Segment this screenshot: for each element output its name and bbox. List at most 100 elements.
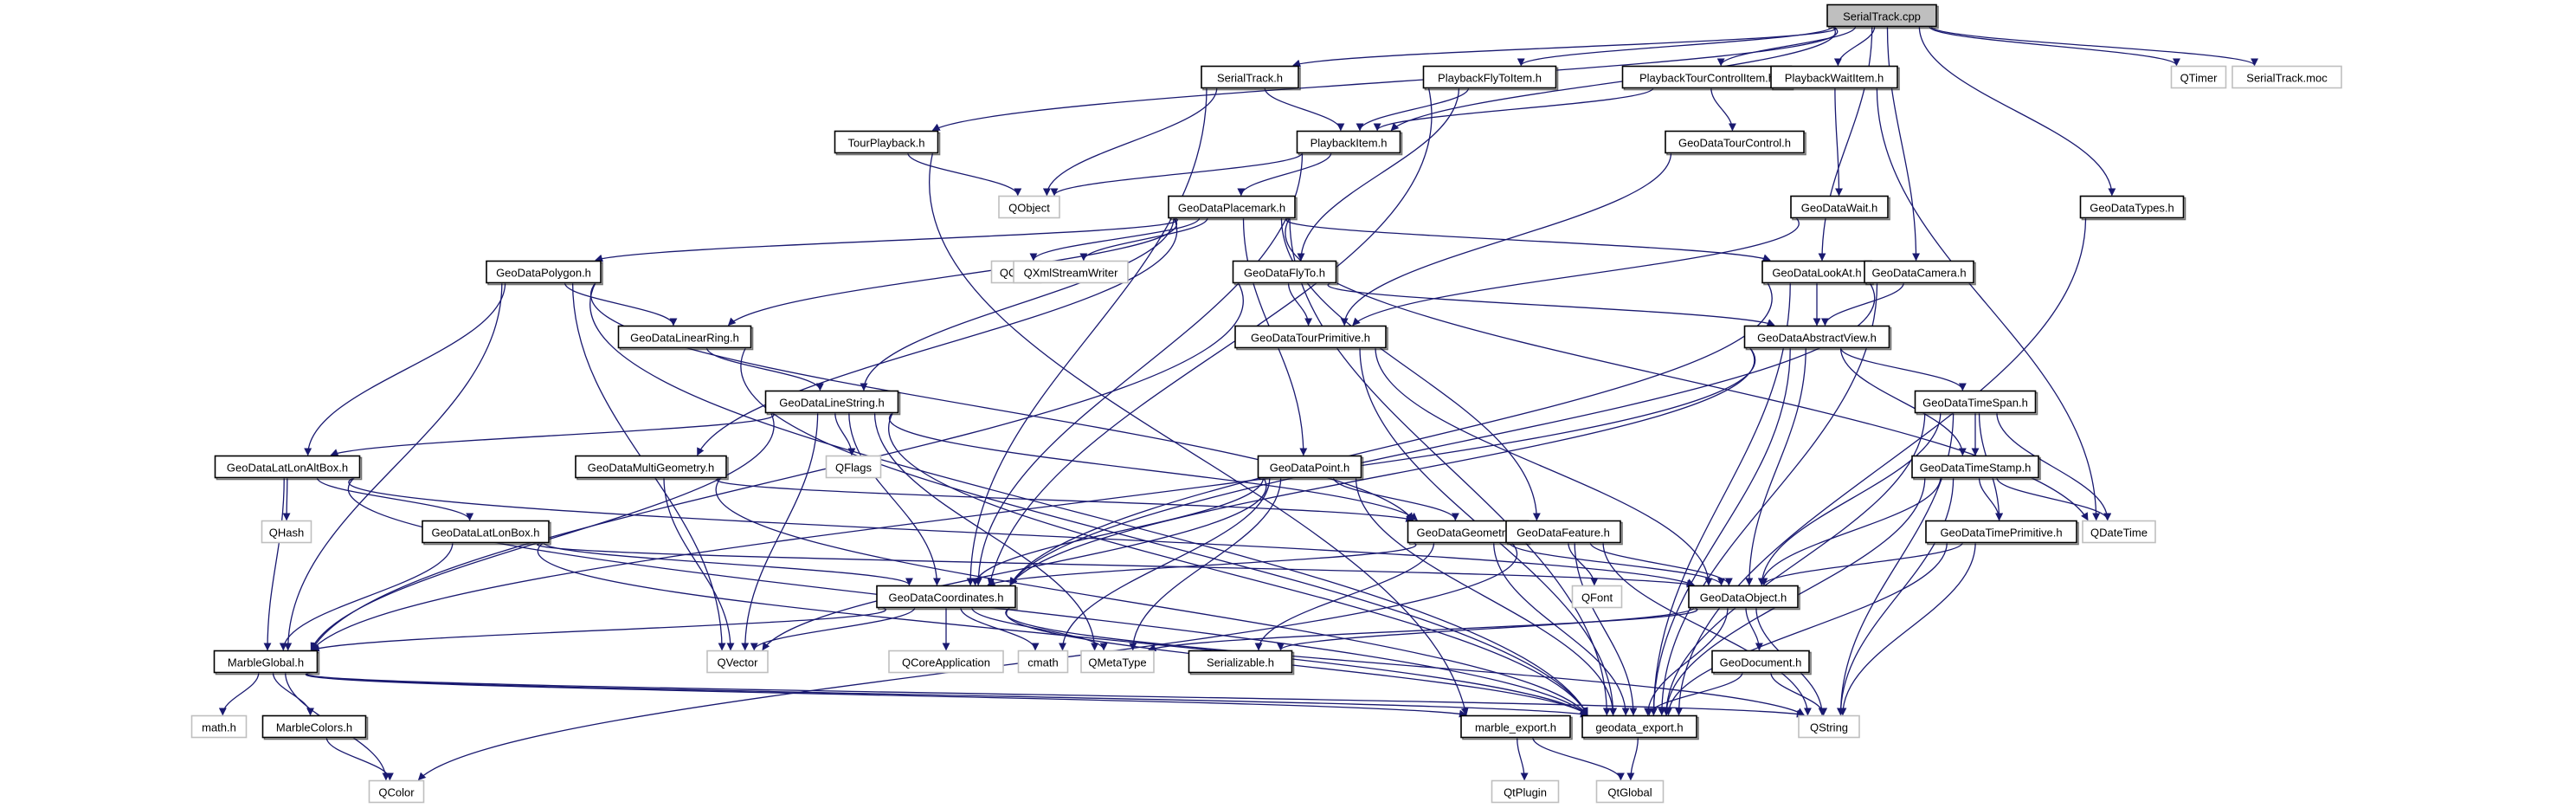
edge-serialtrack-h-to-qobject — [1042, 87, 1218, 197]
node-label: GeoDataTimeStamp.h — [1920, 462, 2032, 475]
node-label: GeoDocument.h — [1720, 656, 1802, 669]
edge-geodatapoint-h-to-geodata-export-h — [1355, 477, 1617, 716]
node-marblecolors-h[interactable]: MarbleColors.h — [261, 714, 369, 740]
node-label: GeoDataPolygon.h — [496, 267, 591, 280]
node-label: QString — [1810, 721, 1848, 734]
node-cmath: cmath — [1017, 650, 1069, 674]
edge-playbackflytoitem-h-to-geodataflyto-h — [1297, 87, 1460, 262]
edge-playbackwaititem-h-to-geodatawait-h — [1834, 87, 1844, 197]
node-box — [1665, 130, 1805, 154]
node-tourplayback-h[interactable]: TourPlayback.h — [834, 130, 941, 156]
node-box — [888, 650, 1004, 674]
node-label: GeoDataLineString.h — [779, 397, 884, 410]
node-geodatatimestamp-h[interactable]: GeoDataTimeStamp.h — [1911, 455, 2041, 481]
node-playbacktourcontrolitem-h[interactable]: PlaybackTourControlItem.h — [1621, 65, 1794, 91]
node-box — [1770, 65, 1898, 89]
node-box — [575, 455, 727, 479]
node-box — [834, 130, 939, 154]
node-box — [1790, 195, 1889, 219]
edge-geodatacamera-h-to-geodataabstractview-h — [1820, 282, 1904, 326]
node-geodataplacemark-h[interactable]: GeoDataPlacemark.h — [1168, 195, 1298, 221]
edge-serialtrack-h-to-playbackitem-h — [1264, 87, 1345, 132]
node-geodatapolygon-h[interactable]: GeoDataPolygon.h — [486, 260, 603, 286]
node-serialtrack-cpp[interactable]: SerialTrack.cpp — [1826, 3, 1939, 29]
edge-geodatatourcontrol-h-to-geodatatourprimitive-h — [1340, 152, 1672, 326]
node-label: GeoDataObject.h — [1700, 591, 1787, 604]
node-qdatetime: QDateTime — [2082, 520, 2156, 544]
node-box — [1013, 260, 1129, 284]
edge-playbackitem-h-to-geodataplacemark-h — [1237, 152, 1332, 197]
node-box — [213, 650, 319, 674]
node-geodatalatlonaltbox-h[interactable]: GeoDataLatLonAltBox.h — [214, 455, 363, 481]
node-label: GeoDataLookAt.h — [1772, 267, 1861, 280]
node-geodatatourcontrol-h[interactable]: GeoDataTourControl.h — [1665, 130, 1806, 156]
node-geodata-export-h[interactable]: geodata_export.h — [1581, 714, 1699, 740]
node-geodatacamera-h[interactable]: GeoDataCamera.h — [1864, 260, 1976, 286]
node-box — [1711, 650, 1810, 674]
node-geodatapoint-h[interactable]: GeoDataPoint.h — [1257, 455, 1364, 481]
node-playbackflytoitem-h[interactable]: PlaybackFlyToItem.h — [1422, 65, 1559, 91]
node-box — [214, 455, 361, 479]
node-label: PlaybackTourControlItem.h — [1639, 72, 1774, 85]
node-geodatawait-h[interactable]: GeoDataWait.h — [1790, 195, 1890, 221]
node-serializable-h[interactable]: Serializable.h — [1188, 650, 1295, 675]
node-label: QVector — [718, 656, 759, 669]
node-geodatacoordinates-h[interactable]: GeoDataCoordinates.h — [876, 585, 1018, 611]
edge-geodatapoint-h-to-cmath — [1059, 477, 1271, 651]
node-box — [368, 779, 425, 804]
edge-serialtrack-cpp-to-playbackflytoitem-h — [1517, 25, 1833, 67]
edge-geodatacoordinates-h-to-cmath — [960, 607, 1040, 651]
node-geodataabstractview-h[interactable]: GeoDataAbstractView.h — [1743, 325, 1892, 351]
node-label: GeoDataWait.h — [1801, 202, 1877, 215]
node-geodatatypes-h[interactable]: GeoDataTypes.h — [2079, 195, 2186, 221]
node-box — [1571, 585, 1623, 609]
node-geodatalinearring-h[interactable]: GeoDataLinearRing.h — [617, 325, 754, 351]
edge-playbackwaititem-h-to-qdatetime — [1876, 87, 2101, 521]
edge-marbleglobal-h-to-math-h — [218, 672, 260, 716]
edge-geodocument-h-to-qstring — [1770, 672, 1828, 716]
node-geodatafeature-h[interactable]: GeoDataFeature.h — [1505, 520, 1623, 546]
node-box — [1168, 195, 1296, 219]
edge-serialtrack-cpp-to-serialtrack-moc — [1930, 25, 2258, 67]
edge-geodataabstractview-h-to-geodatacoordinates-h — [1009, 347, 1755, 586]
edge-geodatalinestring-h-to-qmetatype — [873, 412, 1099, 651]
node-label: Serializable.h — [1207, 656, 1274, 669]
node-box — [1232, 260, 1337, 284]
node-label: QXmlStreamWriter — [1024, 267, 1118, 280]
node-geodatatimespan-h[interactable]: GeoDataTimeSpan.h — [1914, 390, 2038, 416]
edge-serialtrack-cpp-to-playbackwaititem-h — [1833, 26, 1876, 67]
node-geodataflyto-h[interactable]: GeoDataFlyTo.h — [1232, 260, 1339, 286]
node-playbackitem-h[interactable]: PlaybackItem.h — [1296, 130, 1403, 156]
node-geodataobject-h[interactable]: GeoDataObject.h — [1688, 585, 1800, 611]
node-label: geodata_export.h — [1595, 721, 1683, 734]
node-box — [1581, 714, 1697, 739]
node-box — [998, 195, 1060, 219]
node-geodatatourprimitive-h[interactable]: GeoDataTourPrimitive.h — [1234, 325, 1388, 351]
node-box — [706, 650, 769, 674]
node-serialtrack-h[interactable]: SerialTrack.h — [1201, 65, 1301, 91]
node-geodatatimeprimitive-h[interactable]: GeoDataTimePrimitive.h — [1925, 520, 2079, 546]
edge-geodataabstractview-h-to-geodatatimespan-h — [1839, 347, 1967, 391]
node-marbleglobal-h[interactable]: MarbleGlobal.h — [213, 650, 320, 675]
node-box — [1688, 585, 1799, 609]
node-label: cmath — [1027, 656, 1058, 669]
node-label: MarbleGlobal.h — [228, 656, 304, 669]
node-box — [764, 390, 899, 414]
edge-geodatageometry-h-to-serializable-h — [1254, 542, 1435, 651]
node-box — [1595, 779, 1665, 804]
edge-geodatapolygon-h-to-geodatalatlonaltbox-h — [304, 282, 506, 456]
node-geodatalatlonbox-h[interactable]: GeoDataLatLonBox.h — [422, 520, 551, 546]
node-marble-export-h[interactable]: marble_export.h — [1460, 714, 1573, 740]
node-box — [825, 455, 882, 479]
node-geodatalookat-h[interactable]: GeoDataLookAt.h — [1761, 260, 1874, 286]
node-geodatalinestring-h[interactable]: GeoDataLineString.h — [764, 390, 901, 416]
edge-serialtrack-cpp-to-geodatacamera-h — [1886, 26, 1921, 262]
node-playbackwaititem-h[interactable]: PlaybackWaitItem.h — [1770, 65, 1900, 91]
node-geodatamultigeometry-h[interactable]: GeoDataMultiGeometry.h — [575, 455, 729, 481]
node-box — [1201, 65, 1299, 89]
node-box — [2170, 65, 2227, 89]
node-label: QCoreApplication — [902, 656, 990, 669]
node-geodocument-h[interactable]: GeoDocument.h — [1711, 650, 1812, 675]
edge-geodataobject-h-to-serializable-h — [1277, 606, 1695, 651]
